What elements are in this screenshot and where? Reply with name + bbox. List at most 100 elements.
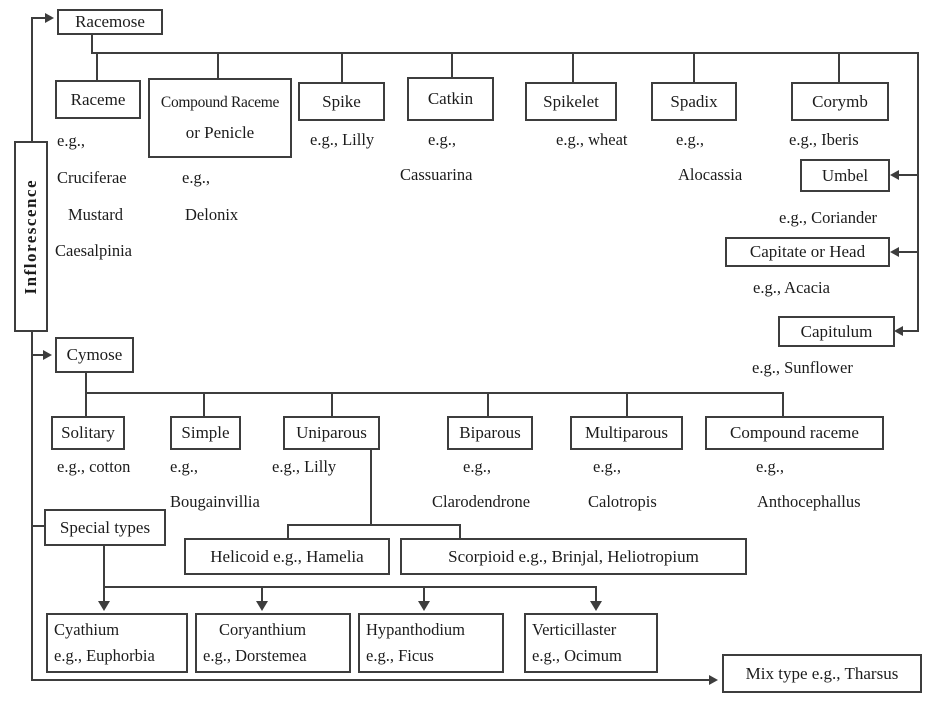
biparous-box: Biparous (447, 416, 533, 450)
connector-line (261, 588, 263, 602)
biparous-example: e.g., (463, 457, 491, 476)
arrow-left-icon (890, 247, 899, 257)
corymb-example: e.g., Iberis (789, 130, 859, 149)
connector-line (33, 525, 44, 527)
coryanthium-example: e.g., Dorstemea (203, 646, 307, 665)
connector-line (103, 586, 597, 588)
connector-line (31, 679, 711, 681)
arrow-down-icon (98, 601, 110, 611)
catkin-example: e.g., (428, 130, 456, 149)
compound-raceme-label: Compound Raceme (160, 93, 280, 111)
arrow-right-icon (709, 675, 718, 685)
spadix-example: Alocassia (678, 165, 743, 184)
connector-line (370, 450, 372, 526)
connector-line (626, 394, 628, 416)
arrow-left-icon (890, 170, 899, 180)
spikelet-box: Spikelet (525, 82, 617, 121)
mix-type-box: Mix type e.g., Tharsus (722, 654, 922, 693)
compound-raceme-cymose-label: Compound raceme (730, 423, 859, 443)
racemose-label: Racemose (75, 12, 145, 32)
helicoid-label: Helicoid e.g., Hamelia (210, 546, 364, 566)
catkin-example: Cassuarina (400, 165, 473, 184)
scorpioid-box: Scorpioid e.g., Brinjal, Heliotropium (400, 538, 747, 575)
connector-line (203, 394, 205, 416)
connector-line (341, 54, 343, 82)
raceme-box: Raceme (55, 80, 141, 119)
capitulum-example: e.g., Sunflower (752, 358, 853, 377)
arrow-down-icon (590, 601, 602, 611)
catkin-box: Catkin (407, 77, 494, 121)
connector-line (85, 394, 87, 416)
spadix-label: Spadix (670, 91, 718, 111)
compound-raceme-cymose-box: Compound raceme (705, 416, 884, 450)
compound-raceme-cymose-example: Anthocephallus (757, 492, 861, 511)
connector-line (898, 251, 918, 253)
scorpioid-label: Scorpioid e.g., Brinjal, Heliotropium (448, 546, 699, 566)
arrow-right-icon (43, 350, 52, 360)
connector-line (96, 54, 98, 80)
raceme-example: Mustard (68, 205, 123, 224)
arrow-down-icon (256, 601, 268, 611)
connector-line (217, 54, 219, 78)
cyathium-box: Cyathium e.g., Euphorbia (46, 613, 188, 673)
biparous-label: Biparous (459, 423, 521, 443)
spikelet-label: Spikelet (543, 91, 599, 111)
capitulum-label: Capitulum (800, 321, 873, 341)
arrow-down-icon (418, 601, 430, 611)
umbel-example: e.g., Coriander (779, 208, 878, 227)
compound-raceme-example: e.g., (182, 168, 210, 187)
connector-line (287, 524, 289, 538)
helicoid-box: Helicoid e.g., Hamelia (184, 538, 390, 575)
connector-line (331, 394, 333, 416)
verticillaster-label: Verticillaster (532, 619, 617, 639)
coryanthium-label: Coryanthium (219, 619, 307, 639)
connector-line (31, 17, 33, 681)
cymose-label: Cymose (66, 345, 123, 365)
capitate-example: e.g., Acacia (753, 278, 830, 297)
hypanthodium-box: Hypanthodium e.g., Ficus (358, 613, 504, 673)
racemose-box: Racemose (57, 9, 163, 35)
raceme-example: e.g., (57, 131, 85, 150)
spadix-box: Spadix (651, 82, 737, 121)
spadix-example: e.g., (676, 130, 704, 149)
umbel-label: Umbel (821, 165, 869, 185)
connector-line (782, 394, 784, 416)
verticillaster-box: Verticillaster e.g., Ocimum (524, 613, 658, 673)
connector-line (459, 524, 461, 538)
capitulum-box: Capitulum (778, 316, 895, 347)
connector-line (103, 588, 105, 602)
multiparous-example: e.g., (593, 457, 621, 476)
connector-line (85, 392, 784, 394)
spike-box: Spike (298, 82, 385, 121)
simple-example: e.g., (170, 457, 198, 476)
connector-line (451, 54, 453, 77)
corymb-label: Corymb (812, 91, 868, 111)
connector-line (487, 394, 489, 416)
raceme-example: Caesalpinia (55, 241, 132, 260)
spikelet-example: e.g., wheat (556, 130, 628, 149)
uniparous-box: Uniparous (283, 416, 380, 450)
solitary-example: e.g., cotton (57, 457, 131, 476)
special-types-label: Special types (59, 517, 151, 537)
connector-line (287, 524, 461, 526)
solitary-box: Solitary (51, 416, 125, 450)
simple-box: Simple (170, 416, 241, 450)
connector-line (917, 52, 919, 332)
connector-line (85, 373, 87, 394)
hypanthodium-label: Hypanthodium (366, 619, 465, 639)
biparous-example: Clarodendrone (432, 492, 531, 511)
simple-example: Bougainvillia (170, 492, 260, 511)
uniparous-label: Uniparous (296, 423, 367, 443)
mix-type-label: Mix type e.g., Tharsus (745, 663, 899, 683)
connector-line (423, 588, 425, 602)
spike-label: Spike (322, 91, 361, 111)
compound-raceme-label: or Penicle (185, 122, 255, 142)
verticillaster-example: e.g., Ocimum (532, 646, 622, 665)
hypanthodium-example: e.g., Ficus (366, 646, 434, 665)
corymb-box: Corymb (791, 82, 889, 121)
cymose-box: Cymose (55, 337, 134, 373)
multiparous-example: Calotropis (588, 492, 657, 511)
arrow-left-icon (894, 326, 903, 336)
connector-line (693, 54, 695, 82)
